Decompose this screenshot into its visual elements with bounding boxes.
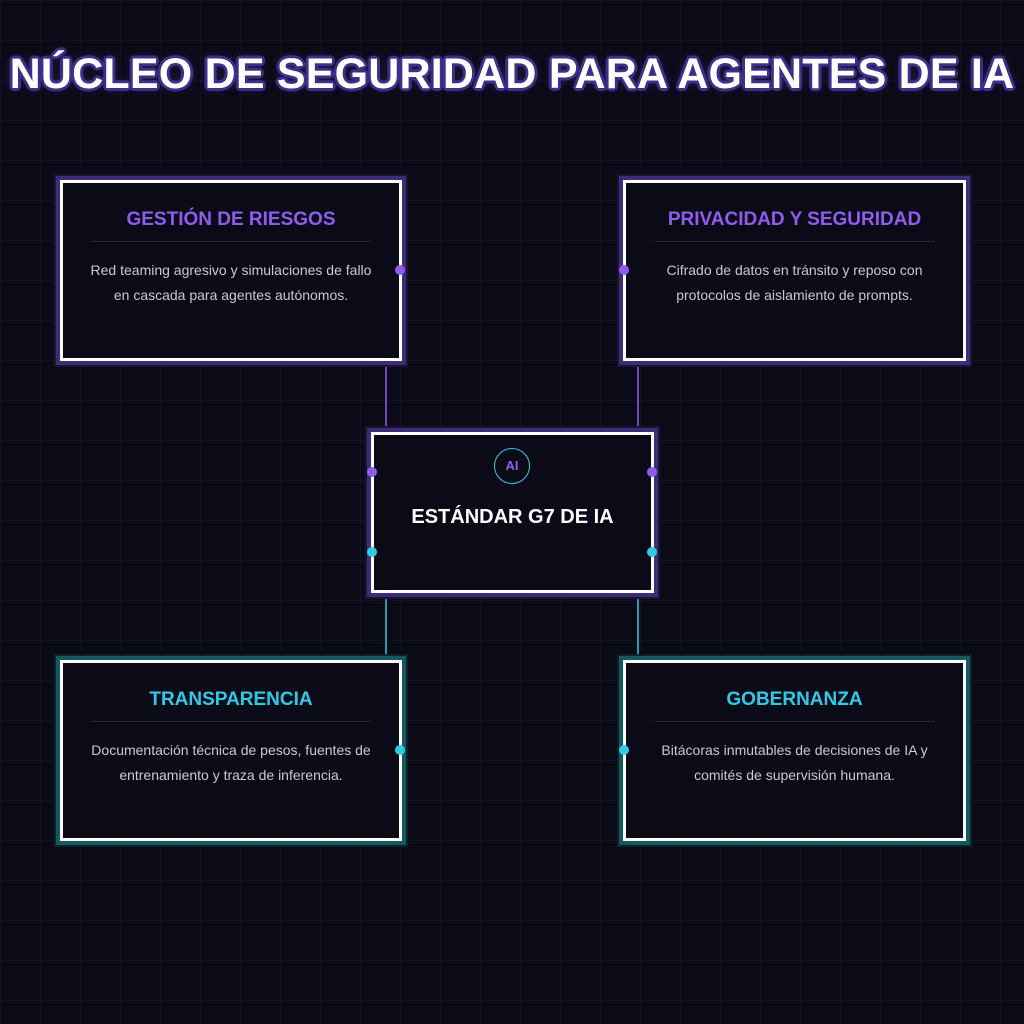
node-gestion-riesgos: GESTIÓN DE RIESGOS Red teaming agresivo … [60, 180, 402, 361]
page-title: NÚCLEO DE SEGURIDAD PARA AGENTES DE IA [9, 50, 1015, 98]
node-title: TRANSPARENCIA [91, 687, 371, 722]
node-gobernanza: GOBERNANZA Bitácoras inmutables de decis… [623, 660, 966, 841]
node-title: PRIVACIDAD Y SEGURIDAD [654, 207, 935, 242]
ai-badge-icon: AI [494, 448, 530, 484]
node-title: GESTIÓN DE RIESGOS [91, 207, 371, 242]
node-transparencia: TRANSPARENCIA Documentación técnica de p… [60, 660, 402, 841]
node-privacidad-seguridad: PRIVACIDAD Y SEGURIDAD Cifrado de datos … [623, 180, 966, 361]
node-description: Cifrado de datos en tránsito y reposo co… [666, 262, 923, 303]
node-description: Documentación técnica de pesos, fuentes … [91, 742, 371, 783]
center-title: ESTÁNDAR G7 DE IA [411, 506, 614, 528]
node-description: Red teaming agresivo y simulaciones de f… [90, 262, 372, 303]
node-title: GOBERNANZA [654, 687, 935, 722]
node-estandar-g7: AI ESTÁNDAR G7 DE IA [371, 432, 654, 593]
node-description: Bitácoras inmutables de decisiones de IA… [661, 742, 928, 783]
